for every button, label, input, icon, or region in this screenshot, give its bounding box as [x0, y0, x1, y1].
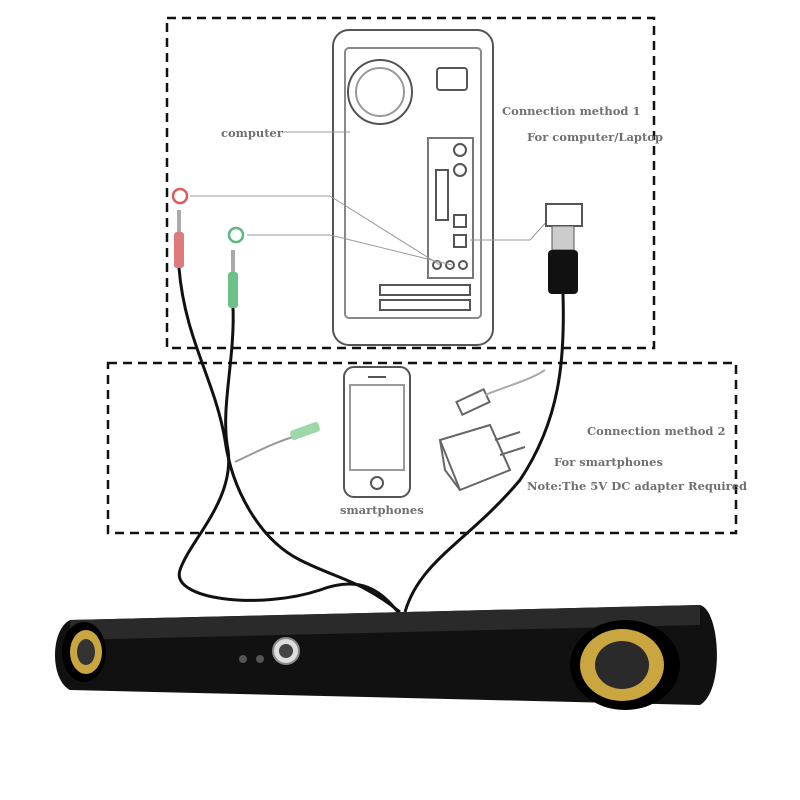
- computer-label: computer: [221, 126, 283, 140]
- smartphones-label: smartphones: [340, 503, 424, 517]
- method1-dashed-box: [165, 16, 656, 350]
- leader-lines: [190, 131, 551, 266]
- audio-ring-icon: [227, 226, 245, 244]
- phone-audio-plug-icon: [290, 422, 320, 440]
- computer-tower-illustration: [332, 29, 494, 346]
- method2-dashed-box: [106, 361, 738, 535]
- method2-title: Connection method 2: [587, 424, 726, 438]
- audio-plug-icon: [228, 250, 238, 308]
- soundbar-speaker-illustration: [55, 605, 717, 710]
- smartphone-illustration: [343, 366, 411, 498]
- phone-audio-cable: [234, 434, 301, 463]
- method1-title: Connection method 1: [502, 104, 641, 118]
- method2-subtitle: For smartphones: [554, 455, 663, 469]
- method2-note: Note:The 5V DC adapter Required: [527, 479, 748, 493]
- mic-plug-icon: [174, 210, 184, 268]
- usb-plug-icon: [545, 203, 583, 294]
- power-adapter-illustration: [438, 369, 546, 492]
- mic-ring-icon: [171, 187, 189, 205]
- method1-subtitle: For computer/Laptop: [527, 130, 664, 144]
- cables: [177, 267, 565, 614]
